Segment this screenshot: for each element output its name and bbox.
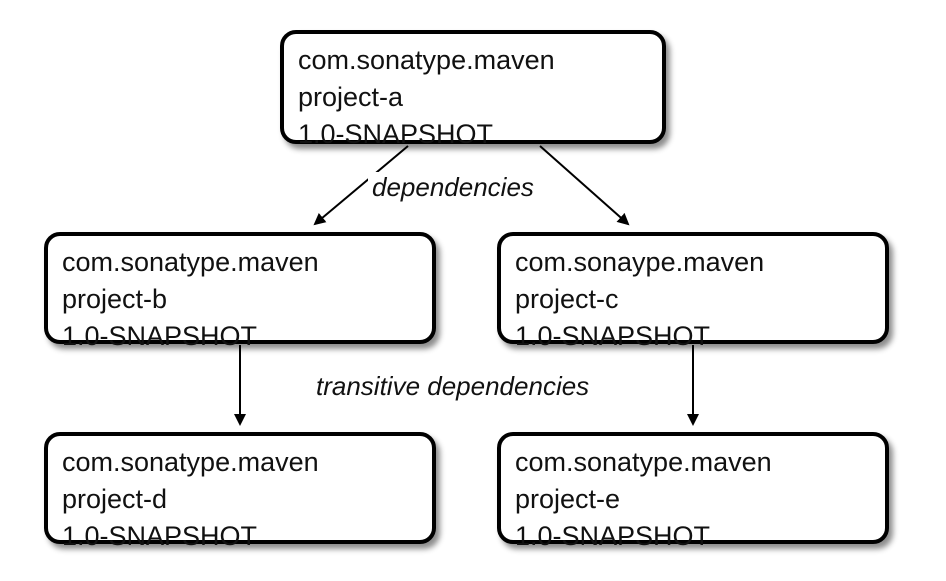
node-c-group: com.sonaype.maven bbox=[515, 247, 765, 277]
node-d-artifact: project-d bbox=[62, 484, 168, 514]
node-e-version: 1.0-SNAPSHOT bbox=[515, 521, 711, 551]
dependencies-label: dependencies bbox=[368, 172, 538, 203]
node-a-artifact: project-a bbox=[298, 82, 404, 112]
arrow-a-to-c bbox=[539, 145, 630, 226]
node-project-e: com.sonatype.maven project-e 1.0-SNAPSHO… bbox=[497, 432, 889, 551]
node-d-group: com.sonatype.maven bbox=[62, 447, 319, 477]
node-project-a: com.sonatype.maven project-a 1.0-SNAPSHO… bbox=[280, 30, 666, 149]
node-a-version: 1.0-SNAPSHOT bbox=[298, 119, 494, 149]
node-d-version: 1.0-SNAPSHOT bbox=[62, 521, 258, 551]
node-b-artifact: project-b bbox=[62, 284, 168, 314]
node-c-version: 1.0-SNAPSHOT bbox=[515, 321, 711, 351]
arrow-a-to-b bbox=[313, 145, 409, 226]
node-c-artifact: project-c bbox=[515, 284, 619, 314]
transitive-dependencies-label: transitive dependencies bbox=[312, 371, 594, 402]
node-e-artifact: project-e bbox=[515, 484, 621, 514]
node-b-group: com.sonatype.maven bbox=[62, 247, 319, 277]
node-b-version: 1.0-SNAPSHOT bbox=[62, 321, 258, 351]
node-a-group: com.sonatype.maven bbox=[298, 45, 555, 75]
node-e-group: com.sonatype.maven bbox=[515, 447, 772, 477]
node-project-b: com.sonatype.maven project-b 1.0-SNAPSHO… bbox=[44, 232, 436, 351]
node-project-c: com.sonaype.maven project-c 1.0-SNAPSHOT bbox=[497, 232, 889, 351]
node-project-d: com.sonatype.maven project-d 1.0-SNAPSHO… bbox=[44, 432, 436, 551]
